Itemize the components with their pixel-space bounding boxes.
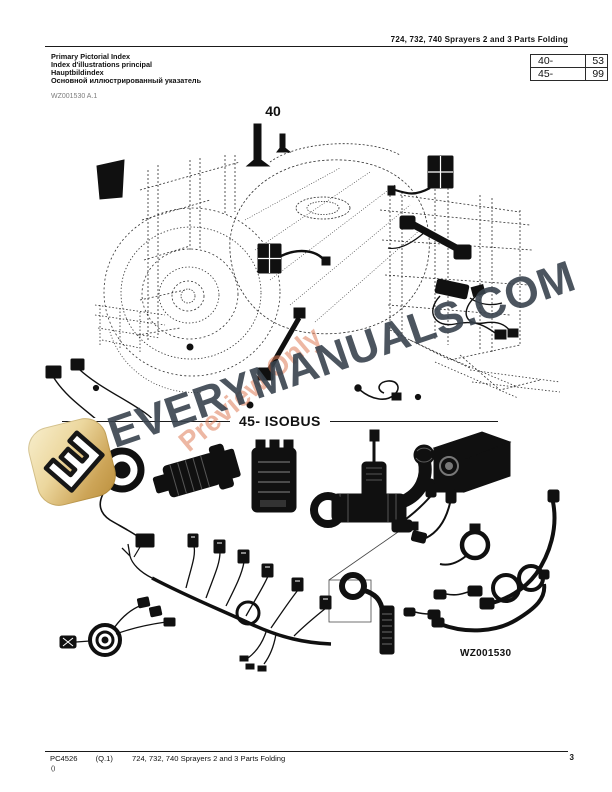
sensor-pigtails (391, 478, 491, 566)
right-harness (465, 283, 519, 338)
lamp-harness (432, 278, 507, 340)
section-page-index-table: 40- 53 45- 99 (530, 54, 608, 81)
footer-note: () (51, 765, 56, 772)
divider-rule-left (62, 420, 230, 422)
section-45-divider: 45- ISOBUS (62, 412, 504, 430)
front-harness (45, 343, 254, 418)
keypad-module-left (257, 243, 331, 274)
footer-divider (45, 751, 568, 752)
footer-title: 724, 732, 740 Sprayers 2 and 3 Parts Fol… (132, 754, 286, 763)
index-page-cell: 53 (585, 54, 608, 68)
figure-reference-code-45: WZ001530 (460, 648, 512, 659)
section-45-title: 45- ISOBUS (239, 413, 321, 429)
index-section-cell: 45- (530, 67, 586, 81)
everymanuals-logo (23, 413, 121, 511)
bar-harness (387, 215, 472, 260)
main-harness (121, 533, 332, 672)
bottom-right-cables (403, 564, 550, 633)
divider-rule-right (329, 420, 498, 422)
isobus-components-illustration (59, 429, 560, 672)
document-title: 724, 732, 740 Sprayers 2 and 3 Parts Fol… (390, 35, 568, 44)
index-table-row: 40- 53 (530, 54, 608, 68)
inline-connector-strip (339, 572, 395, 655)
valve-assembly (310, 429, 435, 528)
index-section-cell: 40- (530, 54, 586, 68)
footer-revision: (Q.1) (95, 754, 113, 763)
section-title-en: Primary Pictorial Index (51, 52, 131, 61)
right-cable (479, 489, 560, 610)
ecu-module (251, 439, 297, 513)
section-title-ru: Основной иллюстрированный указатель (51, 75, 202, 85)
footer-info: PC4526 (Q.1) 724, 732, 740 Sprayers 2 an… (50, 754, 574, 763)
index-page-cell: 99 (585, 67, 608, 81)
logo-e-icon (43, 430, 105, 493)
diagonal-cable (257, 307, 306, 381)
section-title-fr: Index d'illustrations principal (51, 59, 153, 69)
figure-40-number: 40 (265, 103, 281, 119)
corner-panel (96, 159, 125, 200)
coiled-connector (59, 596, 176, 657)
keypad-module-right (387, 155, 454, 196)
control-box (432, 431, 512, 493)
section-title-block: Primary Pictorial Index Index d'illustra… (51, 53, 201, 85)
figure-reference-code: WZ001530 A.1 (51, 93, 98, 100)
header-divider (45, 46, 568, 47)
barrel-connector (152, 443, 241, 498)
antenna-bracket (245, 123, 271, 167)
index-table-row: 45- 99 (530, 67, 608, 81)
footer-page-number: 3 (569, 753, 574, 762)
footer-doc-number: PC4526 (50, 754, 78, 763)
sprayer-illustration (45, 123, 561, 418)
section-title-de: Hauptbildindex (51, 67, 104, 77)
rear-pigtail (354, 380, 422, 401)
